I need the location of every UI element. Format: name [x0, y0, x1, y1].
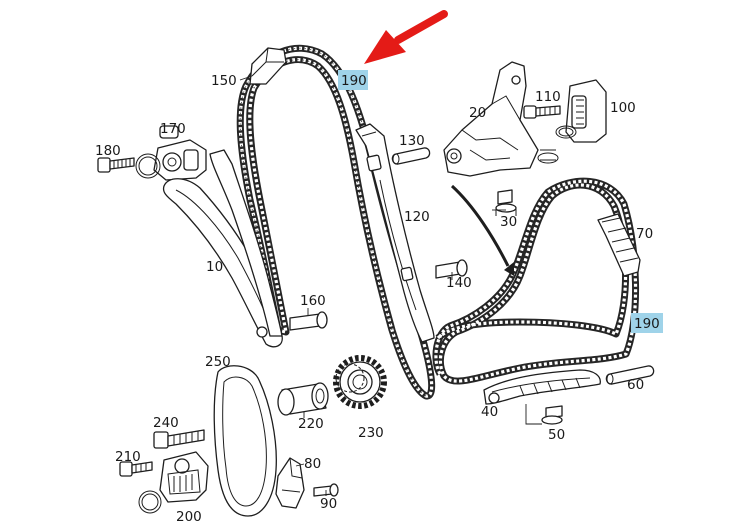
- label-20: 20: [469, 105, 486, 121]
- label-100: 100: [610, 100, 636, 116]
- label-140: 140: [446, 275, 472, 291]
- callout-190-lower[interactable]: 190: [631, 313, 663, 333]
- part-20-bracket[interactable]: [443, 61, 559, 177]
- label-150: 150: [211, 73, 237, 89]
- label-160: 160: [300, 293, 326, 309]
- part-80-guide[interactable]: [275, 457, 305, 509]
- label-60: 60: [627, 377, 644, 393]
- label-130: 130: [399, 133, 425, 149]
- label-180: 180: [95, 143, 121, 159]
- part-30-bolt[interactable]: [495, 189, 517, 216]
- label-110: 110: [535, 89, 561, 105]
- part-70-guide-rail[interactable]: [597, 213, 641, 277]
- part-90-pin[interactable]: [313, 483, 339, 497]
- red-pointer-arrow: [364, 10, 448, 64]
- label-240: 240: [153, 415, 179, 431]
- label-30: 30: [500, 214, 517, 230]
- leader-80: [295, 463, 305, 467]
- label-210: 210: [115, 449, 141, 465]
- label-90: 90: [320, 496, 337, 512]
- label-120: 120: [404, 209, 430, 225]
- part-40-guide-rail[interactable]: [483, 369, 601, 405]
- part-120-slide-rail[interactable]: [355, 123, 435, 343]
- part-180-bolt[interactable]: [97, 157, 135, 173]
- part-220-sleeve[interactable]: [277, 382, 329, 416]
- part-130-pin[interactable]: [391, 147, 431, 165]
- label-50: 50: [548, 427, 565, 443]
- label-190-lower: 190: [634, 316, 660, 332]
- part-140-pin[interactable]: [435, 259, 468, 279]
- part-200-tensioner[interactable]: [138, 451, 209, 514]
- label-170: 170: [160, 121, 186, 137]
- part-60-pin[interactable]: [605, 365, 655, 385]
- label-190-upper: 190: [341, 73, 367, 89]
- callout-190-upper[interactable]: 190: [338, 70, 368, 90]
- part-250-oil-pump-chain[interactable]: [213, 365, 277, 517]
- part-210-bolt[interactable]: [119, 461, 153, 477]
- label-40: 40: [481, 404, 498, 420]
- label-200: 200: [176, 509, 202, 525]
- part-230-sprocket[interactable]: [333, 355, 387, 409]
- label-230: 230: [358, 425, 384, 441]
- label-250: 250: [205, 354, 231, 370]
- leader-50: [525, 404, 542, 425]
- part-240-bolt[interactable]: [153, 429, 205, 449]
- label-70: 70: [636, 226, 653, 242]
- part-160-pin[interactable]: [289, 311, 328, 331]
- part-150-upper-guide[interactable]: [249, 47, 287, 85]
- part-100-chain-tensioner[interactable]: [555, 79, 607, 143]
- part-170-chain-tensioner[interactable]: [135, 125, 207, 181]
- part-10-tensioning-rail[interactable]: [162, 149, 283, 348]
- part-110-bolt[interactable]: [523, 105, 561, 119]
- label-80: 80: [304, 456, 321, 472]
- leader-150: [239, 75, 253, 81]
- assembly-direction-arrow: [450, 184, 514, 276]
- label-10: 10: [206, 259, 223, 275]
- lower-timing-chain[interactable]: [432, 177, 640, 385]
- label-220: 220: [298, 416, 324, 432]
- part-50-bolt[interactable]: [541, 405, 563, 425]
